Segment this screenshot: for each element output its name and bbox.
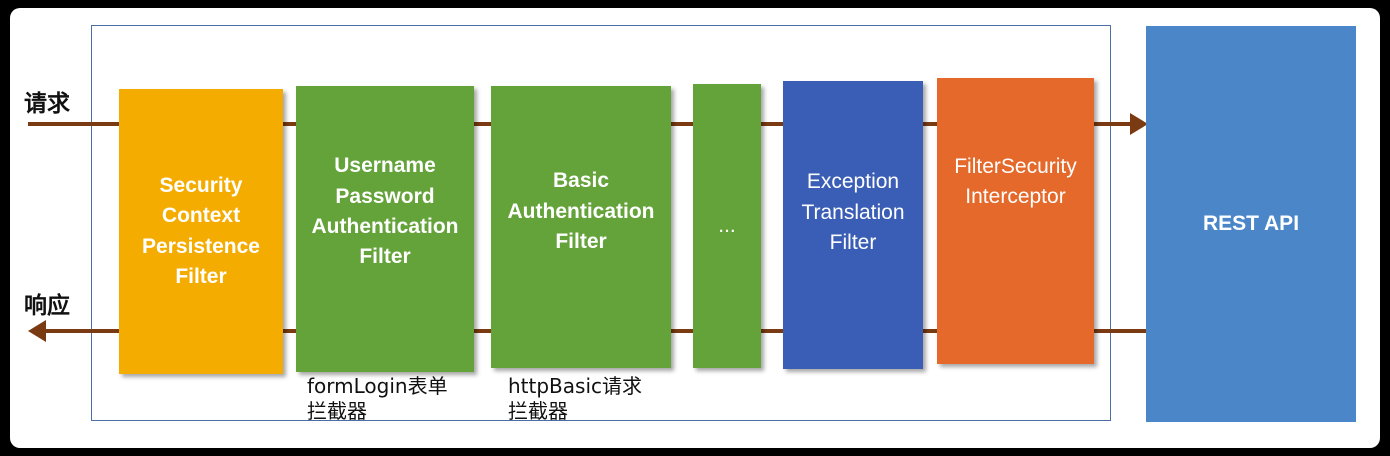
filter-label: ... — [718, 213, 736, 237]
username-password-authentication-filter: Username Password Authentication Filter — [296, 86, 474, 372]
filter-label: Username Password Authentication Filter — [311, 154, 459, 269]
filter-security-interceptor: FilterSecurity Interceptor — [937, 78, 1094, 364]
request-arrow-head — [1130, 113, 1148, 135]
response-arrow-head — [28, 320, 46, 342]
ellipsis-filter: ... — [693, 84, 761, 368]
exception-translation-filter: Exception Translation Filter — [783, 81, 923, 369]
security-context-persistence-filter: Security Context Persistence Filter — [119, 89, 283, 374]
response-label: 响应 — [24, 293, 70, 319]
filter-label: Exception Translation Filter — [801, 170, 905, 255]
http-basic-note: httpBasic请求 拦截器 — [508, 374, 643, 423]
filter-label: FilterSecurity Interceptor — [954, 154, 1077, 208]
filter-label: Basic Authentication Filter — [507, 169, 655, 254]
basic-authentication-filter: Basic Authentication Filter — [491, 86, 671, 368]
request-label: 请求 — [24, 91, 70, 117]
rest-api-label: REST API — [1202, 211, 1300, 235]
filter-chain-frame — [91, 25, 1111, 421]
form-login-note: formLogin表单 拦截器 — [307, 374, 448, 423]
rest-api-box: REST API — [1146, 26, 1356, 422]
filter-label: Security Context Persistence Filter — [142, 173, 260, 288]
